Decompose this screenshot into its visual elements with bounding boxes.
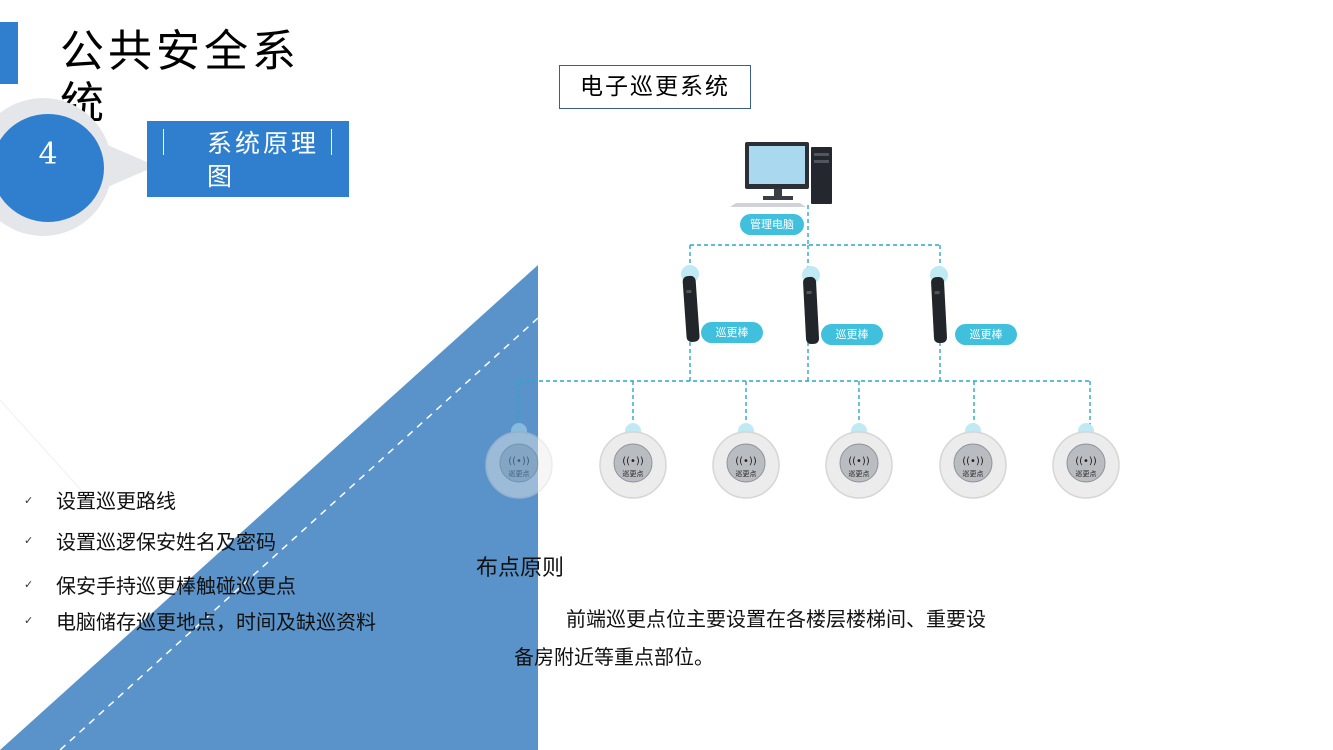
rfid-checkpoint-icon: ((•)) 巡更点 — [1052, 423, 1120, 499]
bullet-item: 保安手持巡更棒触碰巡更点 — [56, 574, 296, 598]
rfid-checkpoint-icon: ((•)) 巡更点 — [825, 423, 893, 499]
svg-text:((•)): ((•)) — [848, 456, 870, 467]
checkpoint-label: 巡更点 — [849, 469, 870, 478]
section-number-pointer — [96, 140, 156, 192]
svg-text:((•)): ((•)) — [508, 456, 530, 467]
principle-heading: 布点原则 — [476, 556, 565, 581]
wand-label: 巡更棒 — [701, 322, 763, 343]
rfid-checkpoint-icon: ((•)) 巡更点 — [599, 423, 667, 499]
rfid-checkpoint-icon: ((•)) 巡更点 — [712, 423, 780, 499]
accent-bar — [0, 22, 18, 84]
wand-label: 巡更棒 — [955, 324, 1017, 345]
subtitle-text: 系统原理图 — [207, 129, 320, 191]
svg-text:((•)): ((•)) — [962, 456, 984, 467]
wand-label: 巡更棒 — [821, 324, 883, 345]
svg-text:((•)): ((•)) — [622, 456, 644, 467]
section-number: 4 — [0, 114, 104, 222]
diagram-title: 电子巡更系统 — [559, 65, 751, 109]
subtitle-divider-left — [163, 129, 164, 155]
bullet-item: 电脑储存巡更地点，时间及缺巡资料 — [56, 610, 376, 634]
svg-text:((•)): ((•)) — [735, 456, 757, 467]
connection-lines — [517, 205, 1091, 428]
checkpoint-group: ((•)) 巡更点 ((•)) 巡更点 ((•)) 巡更点 ((•)) 巡更点 ((•)) 巡更点… — [485, 423, 1120, 499]
subtitle-divider-right — [331, 129, 332, 155]
patrol-wand-icon — [802, 266, 820, 344]
checkpoint-label: 巡更点 — [623, 469, 644, 478]
computer-label: 管理电脑 — [740, 214, 804, 235]
principle-body: 前端巡更点位主要设置在各楼层楼梯间、重要设备房附近等重点部位。 — [514, 607, 986, 669]
subtitle-box: 系统原理图 — [147, 121, 349, 197]
check-icon: ✓ — [24, 614, 34, 627]
rfid-checkpoint-icon: ((•)) 巡更点 — [485, 423, 553, 499]
patrol-wand-icon — [681, 265, 700, 342]
patrol-wand-icon — [930, 266, 948, 344]
check-icon: ✓ — [24, 494, 34, 507]
checkpoint-label: 巡更点 — [963, 469, 984, 478]
check-icon: ✓ — [24, 578, 34, 591]
bullet-item: 设置巡更路线 — [56, 489, 176, 513]
rfid-checkpoint-icon: ((•)) 巡更点 — [939, 423, 1007, 499]
check-icon: ✓ — [24, 534, 34, 547]
desktop-computer-icon — [730, 142, 832, 207]
checkpoint-label: 巡更点 — [1076, 469, 1097, 478]
checkpoint-label: 巡更点 — [509, 469, 530, 478]
page-title: 公共安全系统 — [60, 26, 300, 129]
svg-text:((•)): ((•)) — [1075, 456, 1097, 467]
checkpoint-label: 巡更点 — [736, 469, 757, 478]
bullet-item: 设置巡逻保安姓名及密码 — [56, 530, 276, 554]
